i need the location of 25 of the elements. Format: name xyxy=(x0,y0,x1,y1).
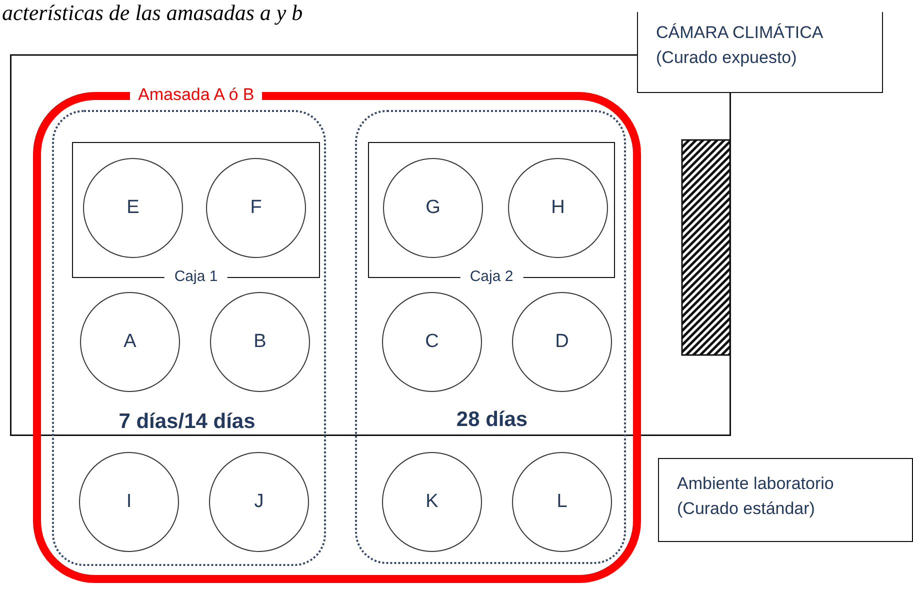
label-box xyxy=(658,458,913,542)
specimen-circle: A xyxy=(80,292,180,392)
specimen-circle: H xyxy=(508,158,608,258)
subheading: (Curado expuesto) xyxy=(656,47,797,69)
specimen-circle: I xyxy=(79,452,179,552)
specimen-circle: G xyxy=(383,158,483,258)
label-box xyxy=(637,12,883,93)
specimen-circle: B xyxy=(210,292,310,392)
dotted-group xyxy=(52,110,326,566)
subheading: (Curado estándar) xyxy=(677,498,815,520)
caption-text: acterísticas de las amasadas a y b xyxy=(2,0,303,26)
specimen-circle: F xyxy=(206,158,306,258)
specimen-circle: K xyxy=(382,452,482,552)
heading: Ambiente laboratorio xyxy=(677,473,834,495)
age-label: 28 días xyxy=(456,408,528,432)
specimen-circle: J xyxy=(209,452,309,552)
age-label: 7 días/14 días xyxy=(118,410,256,434)
box-label: Caja 1 xyxy=(164,268,228,286)
box-label: Caja 2 xyxy=(460,268,524,286)
specimen-circle: C xyxy=(382,292,482,392)
specimen-circle: L xyxy=(512,452,612,552)
dotted-group xyxy=(355,110,626,564)
heading: CÁMARA CLIMÁTICA xyxy=(656,22,824,44)
specimen-circle: E xyxy=(83,158,183,258)
specimen-circle: D xyxy=(512,292,612,392)
